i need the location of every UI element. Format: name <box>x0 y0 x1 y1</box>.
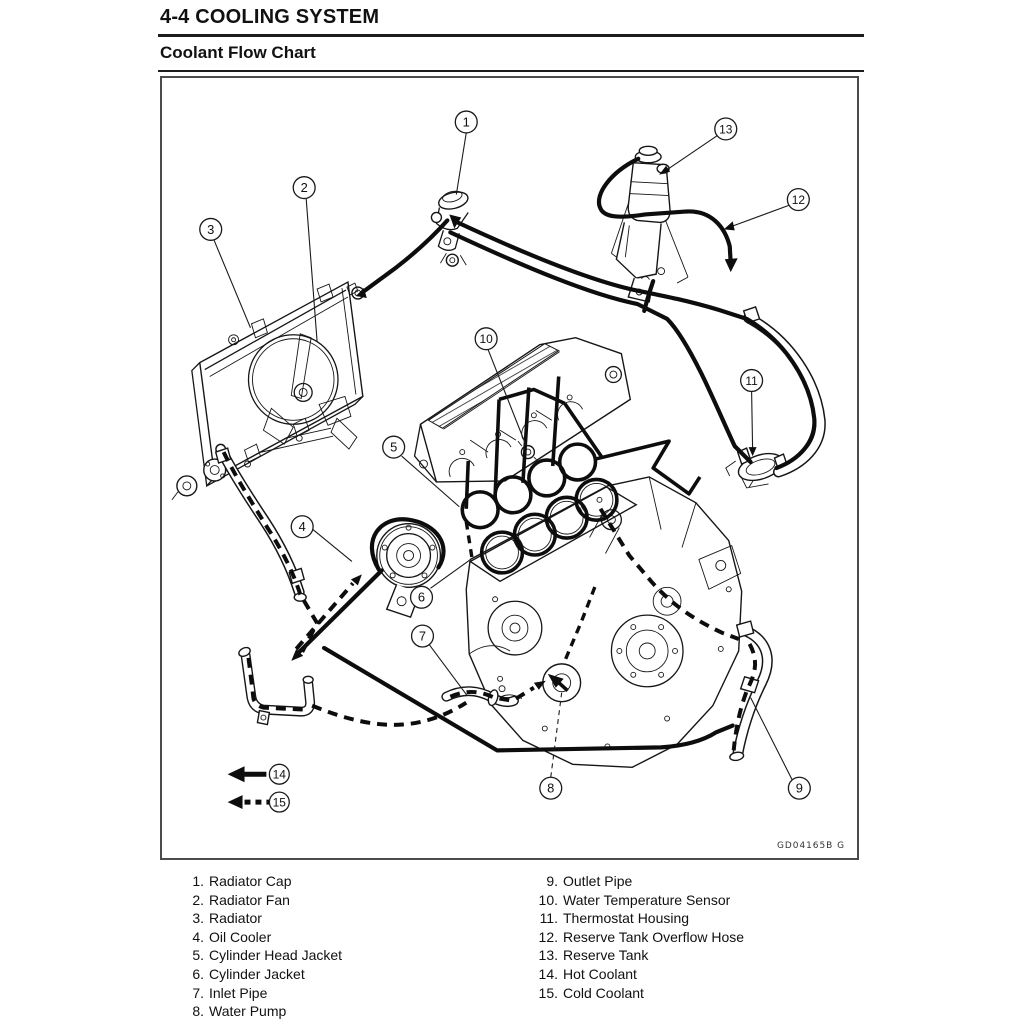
legend-item-label: Water Pump <box>209 1003 287 1020</box>
legend-item-label: Water Temperature Sensor <box>563 891 731 908</box>
figure-code: GD04165B G <box>777 841 845 851</box>
svg-text:6: 6 <box>418 590 425 605</box>
svg-text:3: 3 <box>207 222 214 237</box>
svg-text:2: 2 <box>301 180 308 195</box>
reserve-tank-overflow-hose <box>596 156 733 266</box>
svg-text:13: 13 <box>719 122 733 136</box>
legend-item: 11. Thermostat Housing <box>492 909 864 928</box>
legend-item-number: 9. <box>546 873 558 889</box>
legend-item-number: 14. <box>538 965 558 982</box>
callout-4: 4 <box>290 515 314 539</box>
legend-item-label: Cylinder Head Jacket <box>209 947 343 964</box>
legend-item-number: 10. <box>538 891 558 908</box>
callout-6: 6 <box>409 585 434 609</box>
cylinder-head-jacket-icon <box>460 376 702 530</box>
legend-item-label: Radiator Cap <box>209 873 292 889</box>
legend-item: 6. Cylinder Jacket <box>160 965 492 984</box>
hot-coolant-flow-lines <box>291 156 817 753</box>
legend-item-number: 8. <box>192 1003 204 1020</box>
cylinder-jacket-icon <box>479 477 619 575</box>
legend-item: 5. Cylinder Head Jacket <box>160 946 492 965</box>
svg-text:5: 5 <box>390 440 397 455</box>
legend-item-label: Radiator Fan <box>209 891 290 908</box>
legend-item: 9. Outlet Pipe <box>492 872 864 891</box>
callout-leaders <box>213 132 793 781</box>
legend-item-label: Cold Coolant <box>563 984 644 1001</box>
legend-item: 13. Reserve Tank <box>492 946 864 965</box>
hot-coolant-arrow-icon <box>227 766 267 783</box>
svg-text:14: 14 <box>273 768 287 782</box>
coolant-flow-drawing: 1 2 3 4 5 6 7 8 9 10 11 12 13 14 <box>171 110 845 851</box>
legend-item: 12. Reserve Tank Overflow Hose <box>492 928 864 947</box>
svg-text:10: 10 <box>480 332 494 346</box>
callout-13: 13 <box>714 117 738 141</box>
legend-item-number: 11. <box>539 910 558 927</box>
legend-item-label: Cylinder Jacket <box>209 965 305 982</box>
radiator-drawing <box>171 280 365 501</box>
callout-9: 9 <box>787 776 811 800</box>
callout-2: 2 <box>292 176 316 200</box>
cold-coolant-flow-lines <box>221 451 758 751</box>
legend-item-label: Radiator <box>209 910 262 927</box>
callout-11: 11 <box>740 368 764 393</box>
legend-item-label: Hot Coolant <box>563 965 637 982</box>
callout-8: 8 <box>539 776 563 800</box>
svg-text:7: 7 <box>419 629 426 644</box>
legend-item-label: Outlet Pipe <box>563 873 633 889</box>
legend-item-number: 15. <box>538 984 558 1001</box>
page-header: 4-4 COOLING SYSTEM Coolant Flow Chart <box>158 6 864 72</box>
legend-item-label: Reserve Tank Overflow Hose <box>563 928 745 945</box>
legend-item-number: 13. <box>538 947 558 964</box>
legend-item: 15. Cold Coolant <box>492 984 864 1003</box>
legend-item-label: Thermostat Housing <box>563 910 690 927</box>
callout-1: 1 <box>454 110 478 134</box>
legend-item-number: 6. <box>192 965 204 982</box>
flow-key: 14 15 <box>227 763 290 813</box>
legend-item-number: 2. <box>192 891 204 908</box>
callout-15: 15 <box>268 791 290 813</box>
section-title: Coolant Flow Chart <box>158 43 864 72</box>
cylinder-head-drawing <box>413 337 632 483</box>
legend-column-right: 9. Outlet Pipe 10. Water Temperature Senso… <box>492 872 864 1021</box>
legend-item-label: Oil Cooler <box>209 928 272 945</box>
legend-item-number: 1. <box>192 873 204 889</box>
legend-item: 8. Water Pump <box>160 1002 492 1021</box>
legend-item-number: 4. <box>192 928 204 945</box>
legend-column-left: 1. Radiator Cap 2. Radiator Fan 3. Radiator… <box>160 872 492 1021</box>
legend-item: 3. Radiator <box>160 909 492 928</box>
callout-14: 14 <box>268 763 290 785</box>
legend-item-label: Reserve Tank <box>563 947 649 964</box>
legend-item-number: 12. <box>538 928 558 945</box>
clutch-cover-icon <box>610 614 684 688</box>
legend-item-label: Inlet Pipe <box>209 984 268 1001</box>
callouts: 1 2 3 4 5 6 7 8 9 10 11 12 13 <box>199 110 811 800</box>
oil-cooler-drawing <box>376 522 442 619</box>
cold-coolant-arrow-icon <box>227 795 270 810</box>
legend-item-number: 7. <box>192 984 204 1001</box>
legend-item-number: 3. <box>192 910 204 927</box>
svg-text:1: 1 <box>463 114 470 129</box>
legend-item: 2. Radiator Fan <box>160 891 492 910</box>
callout-3: 3 <box>199 217 223 241</box>
callout-5: 5 <box>382 435 406 459</box>
svg-text:11: 11 <box>745 374 758 388</box>
callout-10: 10 <box>474 327 498 351</box>
callout-12: 12 <box>786 187 810 212</box>
legend-item: 10. Water Temperature Sensor <box>492 891 864 910</box>
svg-text:15: 15 <box>273 796 287 810</box>
svg-text:12: 12 <box>792 193 806 207</box>
radiator-cap-drawing <box>430 190 469 267</box>
legend-item: 14. Hot Coolant <box>492 965 864 984</box>
page-title: 4-4 COOLING SYSTEM <box>158 6 864 37</box>
callout-7: 7 <box>410 624 435 648</box>
coolant-flow-diagram: 1 2 3 4 5 6 7 8 9 10 11 12 13 14 <box>160 76 859 860</box>
legend-item: 7. Inlet Pipe <box>160 984 492 1003</box>
svg-text:8: 8 <box>547 781 554 796</box>
legend-item-number: 5. <box>192 947 204 964</box>
parts-legend: 1. Radiator Cap 2. Radiator Fan 3. Radiator… <box>160 872 864 1021</box>
svg-text:4: 4 <box>299 519 306 534</box>
legend-item: 1. Radiator Cap <box>160 872 492 891</box>
svg-text:9: 9 <box>796 781 803 796</box>
legend-item: 4. Oil Cooler <box>160 928 492 947</box>
